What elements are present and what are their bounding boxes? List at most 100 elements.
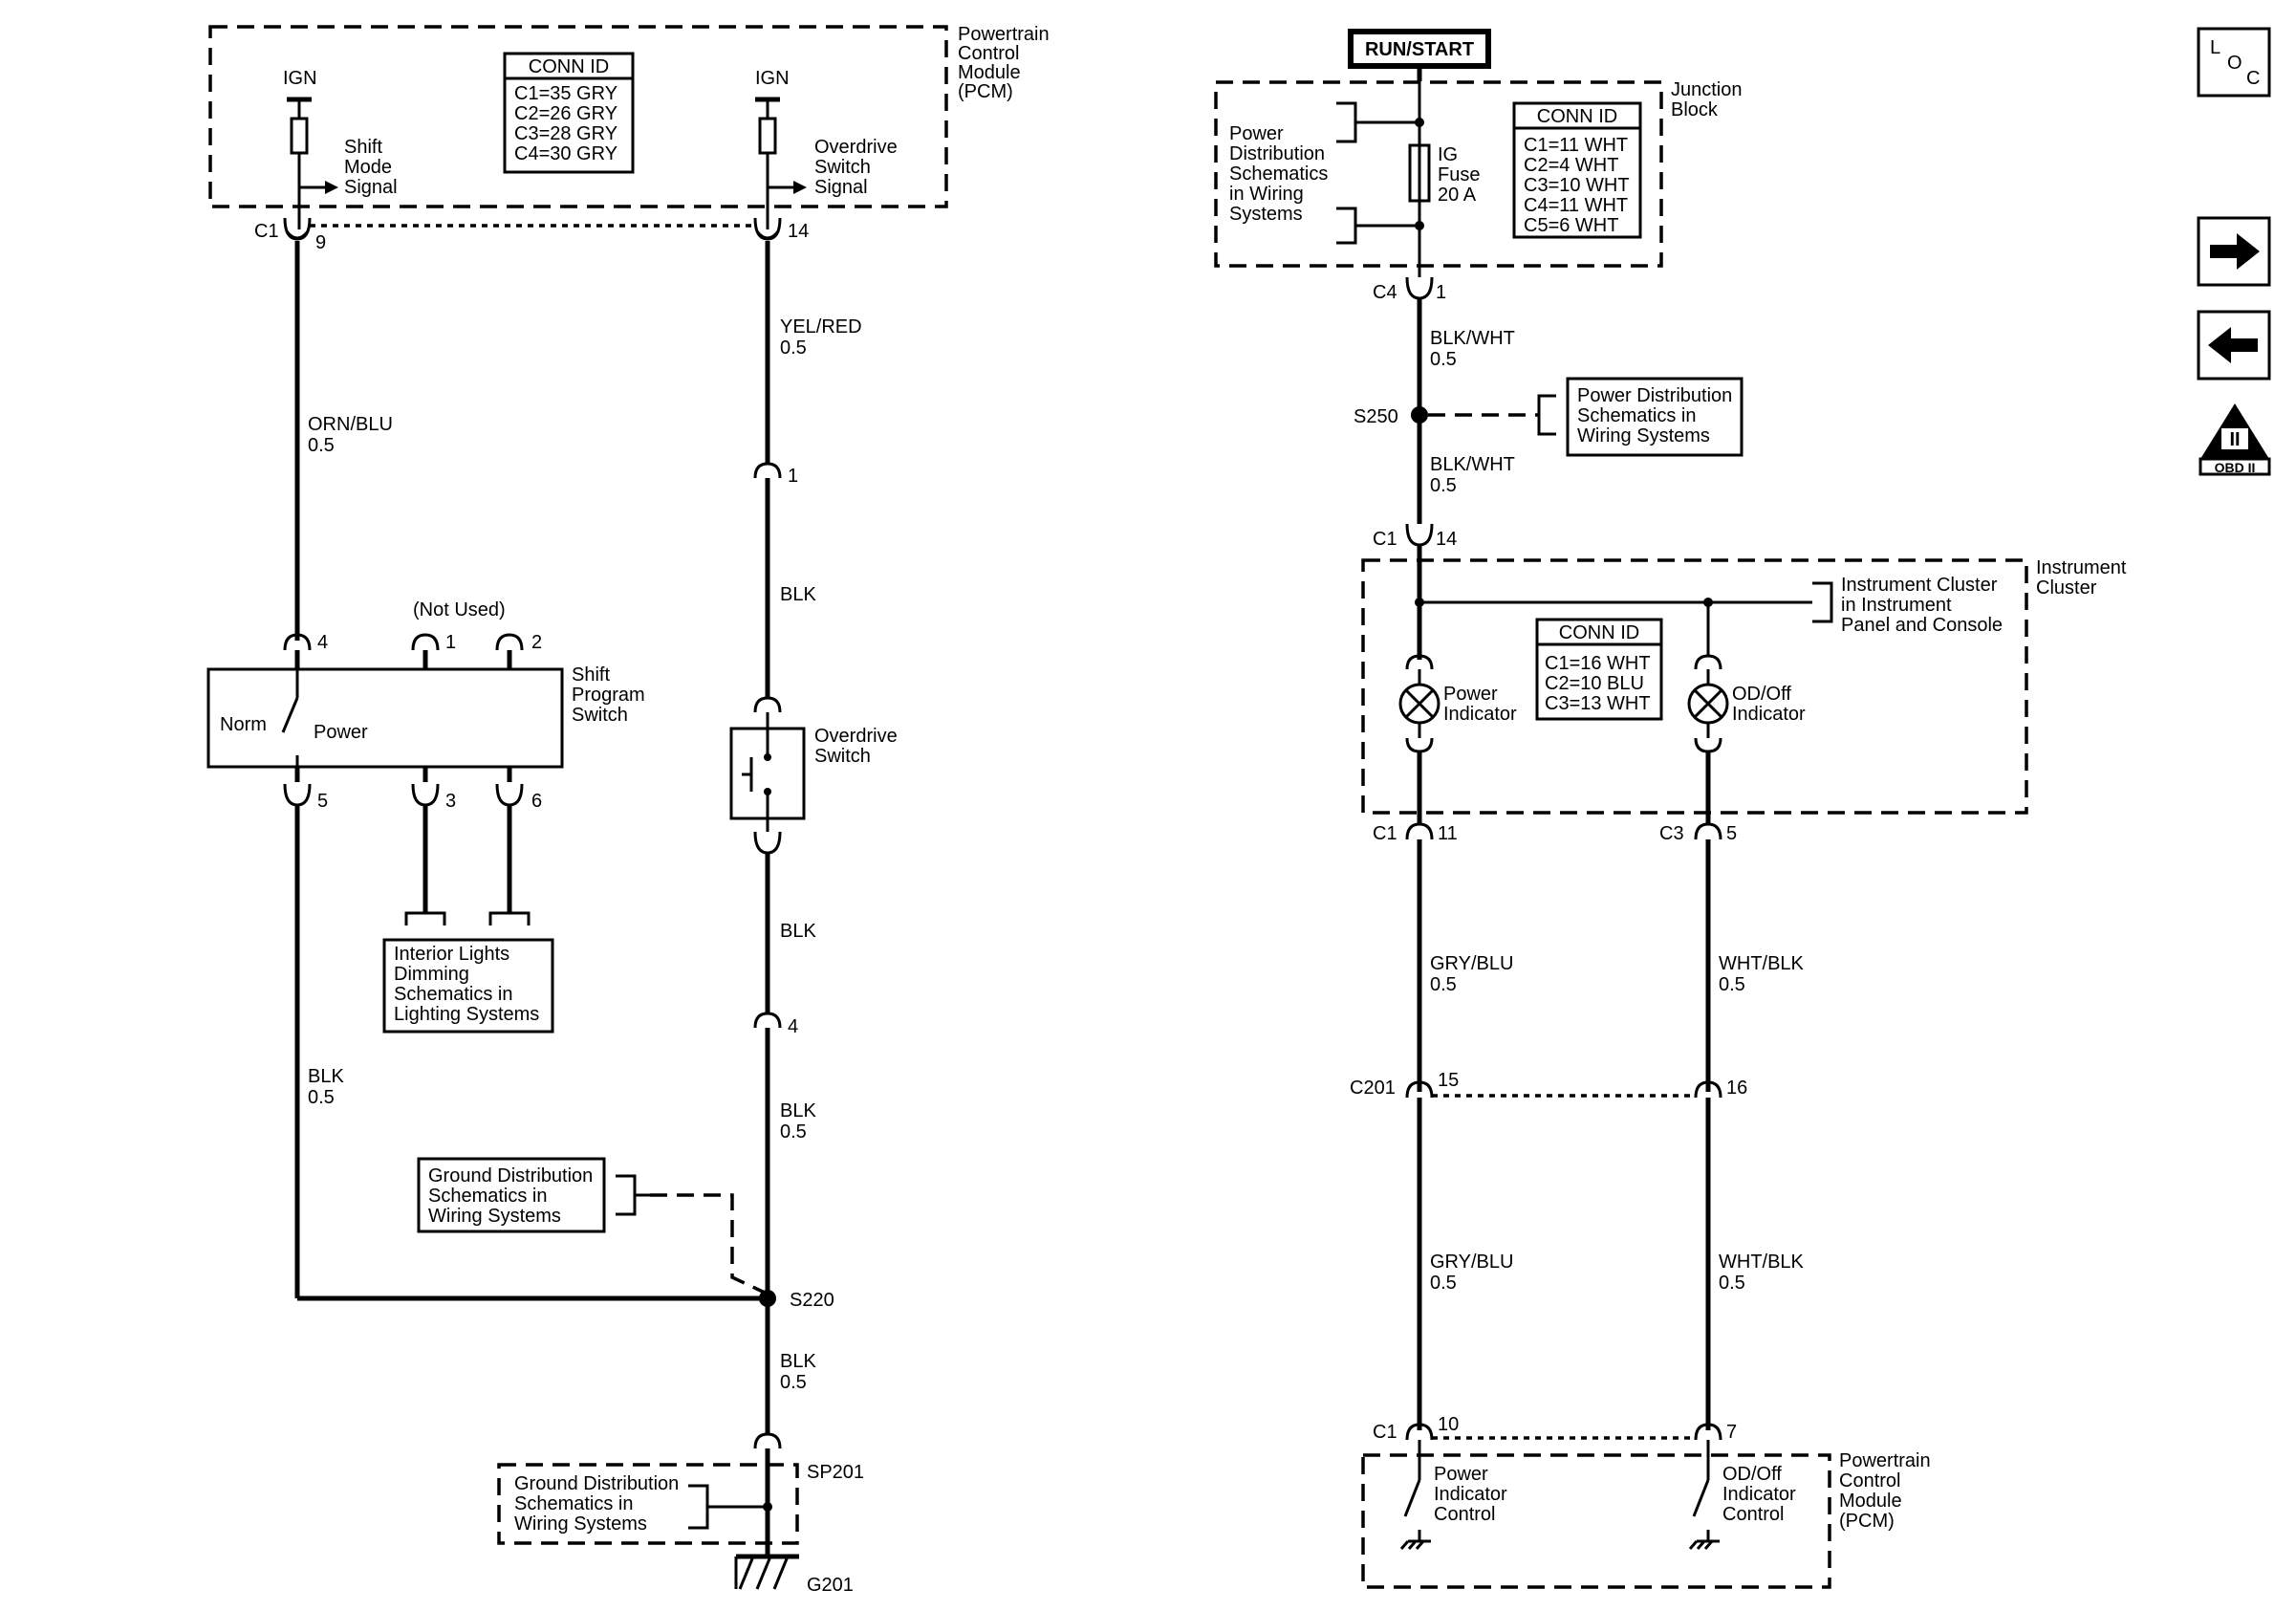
svg-text:0.5: 0.5: [1719, 974, 1745, 995]
ign-label-right: IGN: [755, 68, 790, 89]
svg-text:Overdrive: Overdrive: [814, 726, 898, 747]
svg-text:Ground Distribution: Ground Distribution: [428, 1165, 593, 1186]
svg-text:Schematics in: Schematics in: [394, 984, 513, 1005]
svg-text:BLK: BLK: [780, 921, 816, 942]
sp201-box: [497, 1463, 799, 1545]
junction-block-box: [1214, 80, 1663, 268]
resistor-left: [290, 117, 309, 155]
svg-text:BLK/WHT: BLK/WHT: [1430, 328, 1515, 349]
svg-text:in Wiring: in Wiring: [1229, 184, 1304, 205]
svg-text:6: 6: [531, 791, 542, 812]
svg-text:0.5: 0.5: [1430, 349, 1457, 370]
interior-lights-ref[interactable]: Interior Lights Dimming Schematics in Li…: [382, 938, 554, 1034]
conn-id-pcm: CONN ID C1=35 GRY C2=26 GRY C3=28 GRY C4…: [503, 52, 635, 174]
svg-text:0.5: 0.5: [780, 337, 807, 359]
svg-text:CONN ID: CONN ID: [1559, 622, 1639, 643]
svg-text:Schematics in: Schematics in: [514, 1493, 634, 1514]
power-distribution-ref-2[interactable]: Power Distribution Schematics in Wiring …: [1566, 377, 1744, 457]
svg-text:Switch: Switch: [814, 157, 871, 178]
svg-text:in Instrument: in Instrument: [1841, 595, 1952, 616]
svg-text:Indicator: Indicator: [1434, 1484, 1507, 1505]
svg-text:GRY/BLU: GRY/BLU: [1430, 1252, 1513, 1273]
svg-text:BLK: BLK: [780, 1351, 816, 1372]
svg-text:C2=10 BLU: C2=10 BLU: [1545, 673, 1644, 694]
svg-text:Shift: Shift: [572, 664, 610, 686]
svg-text:C3=13 WHT: C3=13 WHT: [1545, 693, 1651, 714]
svg-text:Dimming: Dimming: [394, 964, 469, 985]
svg-text:Systems: Systems: [1229, 204, 1303, 225]
svg-text:0.5: 0.5: [780, 1121, 807, 1143]
arrow-left-icon[interactable]: [2197, 310, 2271, 381]
svg-text:C1=35 GRY: C1=35 GRY: [514, 83, 617, 104]
junction-block-label: Junction Block: [1671, 79, 1743, 120]
svg-text:0.5: 0.5: [1430, 1273, 1457, 1294]
arrow-right-icon[interactable]: [2197, 216, 2271, 287]
svg-text:Shift: Shift: [344, 137, 382, 158]
svg-text:Instrument: Instrument: [2036, 557, 2127, 578]
power-label: Power: [314, 722, 368, 743]
svg-text:0.5: 0.5: [308, 435, 335, 456]
svg-text:Mode: Mode: [344, 157, 392, 178]
svg-text:C4=11 WHT: C4=11 WHT: [1524, 195, 1628, 216]
not-used-label: (Not Used): [413, 599, 506, 620]
svg-text:C3: C3: [1659, 823, 1684, 844]
svg-text:Interior Lights: Interior Lights: [394, 944, 509, 965]
ground-distribution-ref-2[interactable]: Ground Distribution Schematics in Wiring…: [514, 1473, 679, 1535]
loc-icon[interactable]: L O C: [2197, 27, 2271, 98]
instrument-cluster-box: [1361, 558, 2028, 815]
c1-label: C1: [254, 221, 279, 242]
svg-text:Block: Block: [1671, 99, 1719, 120]
svg-text:IG: IG: [1438, 144, 1458, 165]
svg-text:C1: C1: [1373, 1422, 1397, 1443]
svg-text:Ground Distribution: Ground Distribution: [514, 1473, 679, 1494]
svg-text:Fuse: Fuse: [1438, 164, 1480, 185]
svg-text:C: C: [2246, 68, 2260, 89]
svg-text:Power: Power: [1443, 684, 1498, 705]
svg-text:WHT/BLK: WHT/BLK: [1719, 953, 1805, 974]
power-distribution-ref-1[interactable]: Power Distribution Schematics in Wiring …: [1229, 123, 1328, 225]
svg-text:Schematics: Schematics: [1229, 163, 1328, 185]
svg-text:Overdrive: Overdrive: [814, 137, 898, 158]
conn-id-instrument-cluster: CONN ID C1=16 WHT C2=10 BLU C3=13 WHT: [1535, 618, 1663, 721]
shift-program-switch: [206, 667, 564, 769]
svg-text:CONN ID: CONN ID: [529, 56, 609, 77]
conn-id-junction-block: CONN ID C1=11 WHT C2=4 WHT C3=10 WHT C4=…: [1512, 101, 1642, 239]
svg-text:BLK/WHT: BLK/WHT: [1430, 454, 1515, 475]
svg-text:C3=28 GRY: C3=28 GRY: [514, 123, 617, 144]
svg-text:WHT/BLK: WHT/BLK: [1719, 1252, 1805, 1273]
obd-ii-icon[interactable]: II OBD II: [2199, 403, 2271, 476]
instrument-cluster-ref[interactable]: Instrument Cluster in Instrument Panel a…: [1841, 575, 2003, 636]
svg-text:C1=11 WHT: C1=11 WHT: [1524, 135, 1628, 156]
overdrive-switch-signal-label: Overdrive Switch Signal: [814, 137, 898, 198]
svg-text:C1: C1: [1373, 823, 1397, 844]
svg-text:Powertrain: Powertrain: [1839, 1450, 1931, 1471]
power-indicator-lamp: [1398, 683, 1440, 725]
svg-text:Cluster: Cluster: [2036, 577, 2097, 599]
svg-text:C5=6 WHT: C5=6 WHT: [1524, 215, 1618, 236]
overdrive-switch-label: Overdrive Switch: [814, 726, 898, 767]
c201-label: C201: [1350, 1078, 1396, 1099]
svg-text:Panel and Console: Panel and Console: [1841, 615, 2003, 636]
svg-text:OD/Off: OD/Off: [1732, 684, 1791, 705]
svg-text:Control: Control: [1722, 1504, 1784, 1525]
svg-text:(PCM): (PCM): [1839, 1511, 1895, 1532]
svg-text:1: 1: [1436, 282, 1446, 303]
svg-text:Power: Power: [1434, 1464, 1488, 1485]
svg-text:Schematics in: Schematics in: [428, 1186, 548, 1207]
pcm-label-top: Powertrain Control Module (PCM): [958, 24, 1050, 102]
svg-text:Wiring Systems: Wiring Systems: [428, 1206, 561, 1227]
instrument-cluster-label: Instrument Cluster: [2036, 557, 2127, 599]
svg-text:Powertrain: Powertrain: [958, 24, 1050, 45]
svg-text:Power: Power: [1229, 123, 1284, 144]
svg-text:C2=4 WHT: C2=4 WHT: [1524, 155, 1618, 176]
ground-g201-icon: [734, 1554, 799, 1590]
svg-text:BLK: BLK: [780, 1100, 816, 1121]
svg-text:7: 7: [1726, 1422, 1737, 1443]
s250-label: S250: [1354, 406, 1398, 427]
svg-text:BLK: BLK: [308, 1066, 344, 1087]
svg-text:(PCM): (PCM): [958, 81, 1013, 102]
svg-text:Indicator: Indicator: [1722, 1484, 1796, 1505]
svg-text:Module: Module: [1839, 1491, 1902, 1512]
svg-text:0.5: 0.5: [1719, 1273, 1745, 1294]
ground-distribution-ref-1[interactable]: Ground Distribution Schematics in Wiring…: [417, 1157, 606, 1233]
